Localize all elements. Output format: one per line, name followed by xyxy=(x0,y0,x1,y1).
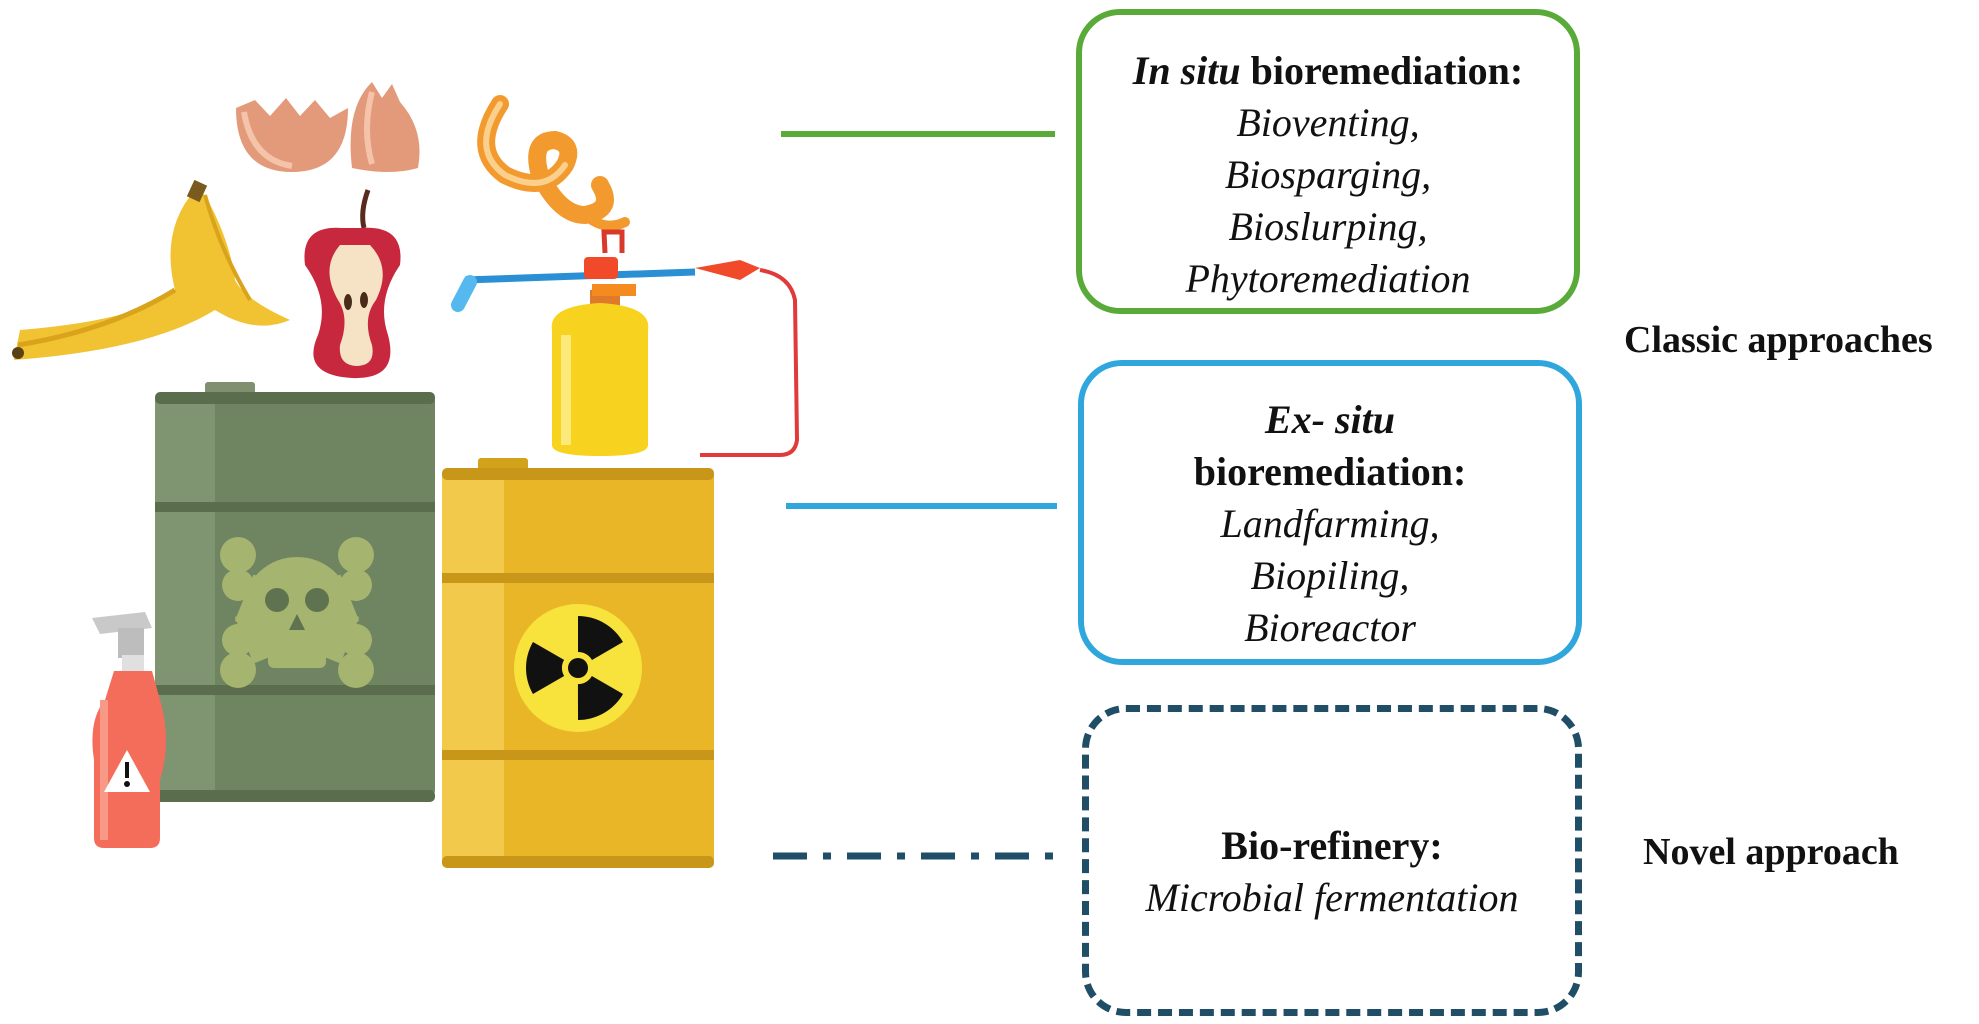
insitu-method: Bioslurping, xyxy=(1228,204,1428,249)
biorefinery-title: Bio-refinery: xyxy=(1221,823,1443,868)
novel-approach-label: Novel approach xyxy=(1643,831,1899,873)
insitu-method: Biosparging, xyxy=(1224,152,1432,197)
biorefinery-box: Bio-refinery: Microbial fermentation xyxy=(1082,705,1582,1016)
exsitu-method: Bioreactor xyxy=(1244,605,1416,650)
insitu-title: In situ bioremediation: xyxy=(1082,45,1574,97)
exsitu-method: Biopiling, xyxy=(1250,553,1410,598)
insitu-method: Bioventing, xyxy=(1236,100,1420,145)
orange-peel-icon xyxy=(477,95,630,231)
egg-shell-icon xyxy=(236,82,420,172)
banana-peel-icon xyxy=(12,179,290,360)
insitu-title-italic: In situ xyxy=(1132,48,1241,93)
insitu-box: In situ bioremediation: Bioventing, Bios… xyxy=(1076,9,1580,314)
exsitu-box: Ex- situ bioremediation: Landfarming, Bi… xyxy=(1078,360,1582,665)
exsitu-title-line2: bioremediation: xyxy=(1193,449,1467,494)
spray-bottle-icon xyxy=(92,612,166,848)
apple-core-icon xyxy=(304,189,401,379)
exsitu-title-italic: Ex- situ xyxy=(1264,397,1396,442)
biorefinery-method: Microbial fermentation xyxy=(1145,875,1519,920)
pesticide-sprayer-icon xyxy=(451,229,800,457)
toxic-barrel-icon xyxy=(155,382,435,802)
exsitu-method: Landfarming, xyxy=(1220,501,1440,546)
insitu-method: Phytoremediation xyxy=(1185,256,1471,301)
radioactive-barrel-icon xyxy=(442,458,714,868)
classic-approaches-label: Classic approaches xyxy=(1624,319,1933,361)
insitu-title-rest: bioremediation: xyxy=(1240,48,1524,93)
